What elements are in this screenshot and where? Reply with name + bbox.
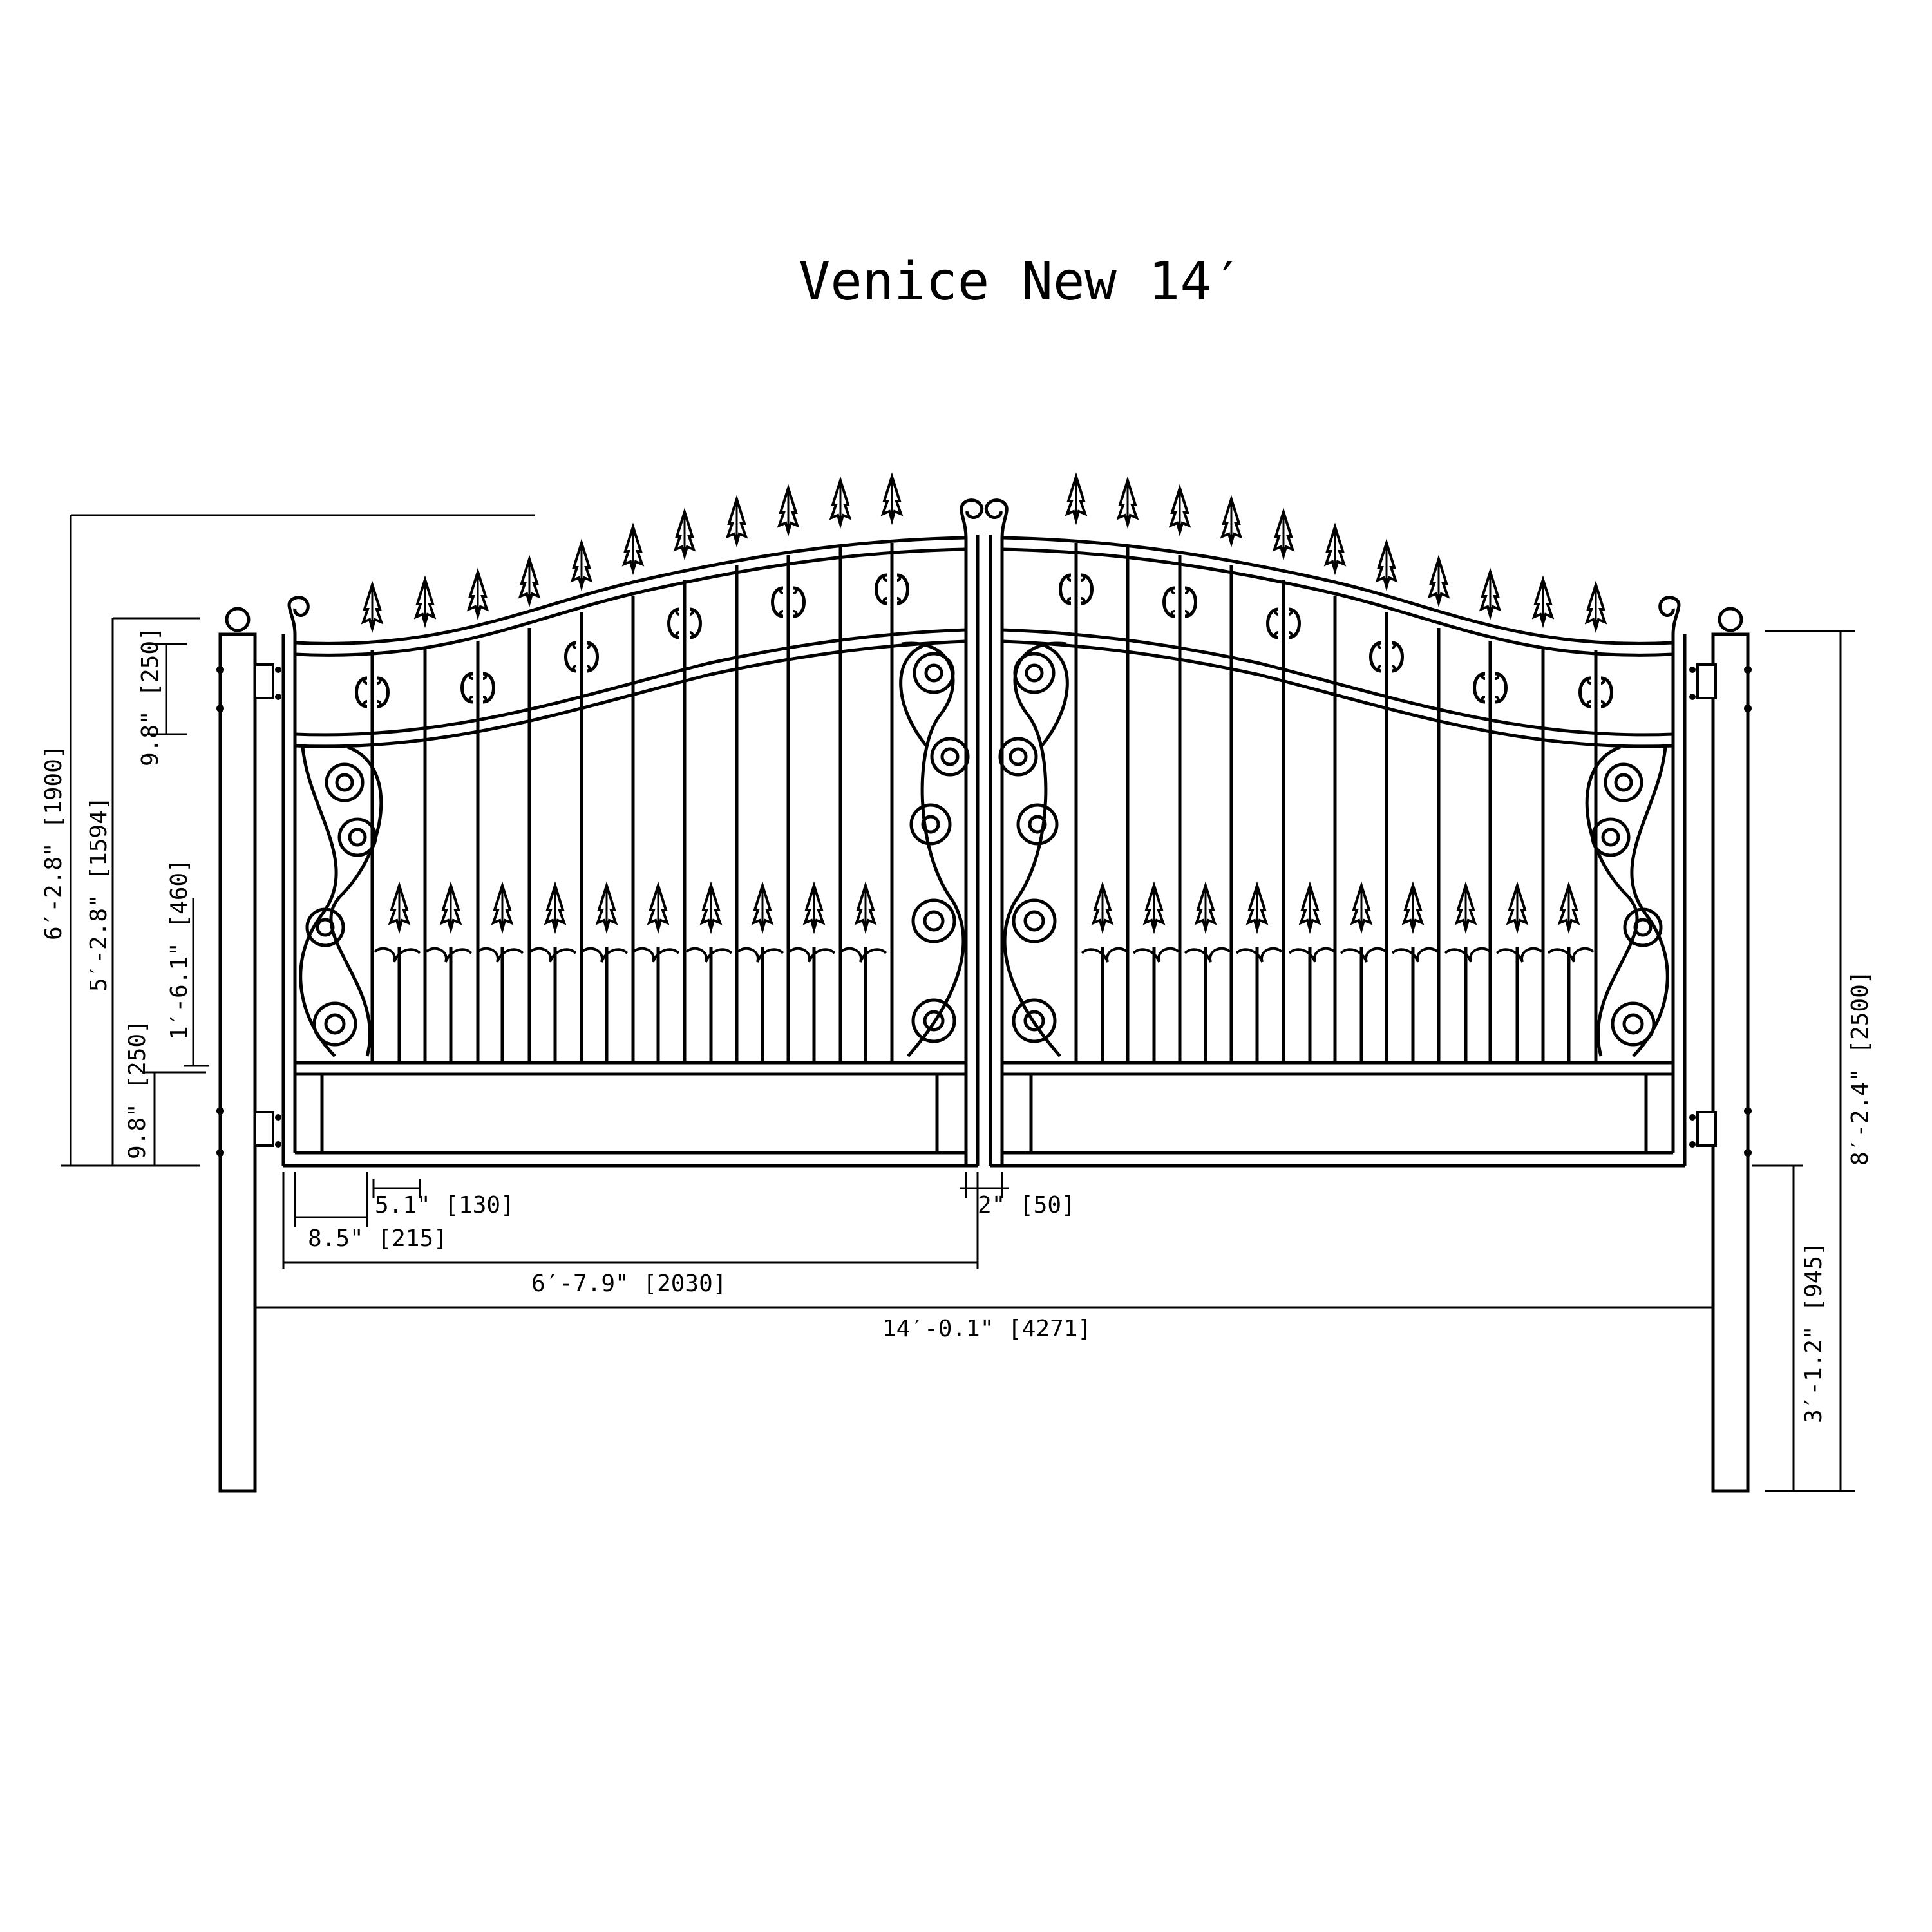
dim-center-gap: 2" [50] xyxy=(978,1192,1075,1218)
dim-leaf-width: 6′-7.9" [2030] xyxy=(531,1271,726,1297)
hinge-icon xyxy=(254,663,283,1149)
dim-picket-spacing: 5.1" [130] xyxy=(375,1192,515,1218)
right-post xyxy=(1711,607,1752,1493)
left-post xyxy=(216,607,257,1493)
dim-bottom-panel: 9.8" [250] xyxy=(124,1019,151,1159)
right-gate-leaf xyxy=(985,475,1687,1168)
dim-overall-width: 14′-0.1" [4271] xyxy=(882,1316,1092,1342)
left-scroll-curls xyxy=(305,652,970,1046)
dimension-lines xyxy=(61,514,1855,1492)
left-gate-leaf xyxy=(281,498,983,1168)
dim-post-inground: 3′-1.2" [945] xyxy=(1801,1242,1827,1423)
dim-scroll-width: 8.5" [215] xyxy=(308,1226,448,1252)
dim-post-height: 8′-2.4" [2500] xyxy=(1847,971,1873,1166)
dim-top-panel: 9.8" [250] xyxy=(137,627,164,766)
dim-gate-height: 5′-2.8" [1594] xyxy=(86,797,112,992)
dim-lower-picket: 1′-6.1" [460] xyxy=(166,858,193,1040)
dim-overall-height: 6′-2.8" [1900] xyxy=(41,745,67,940)
drawing-title: Venice New 14′ xyxy=(799,251,1244,312)
